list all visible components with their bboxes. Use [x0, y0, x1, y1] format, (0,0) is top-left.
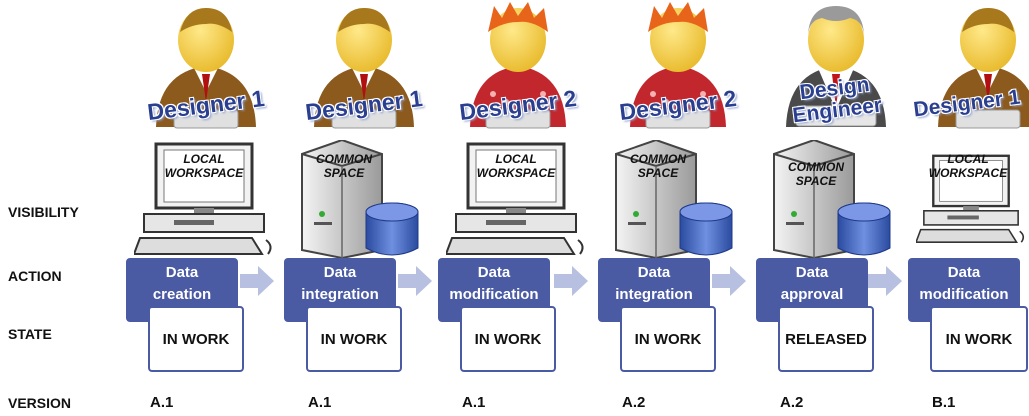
version-label: A.2 — [622, 394, 646, 411]
row-label-action: ACTION — [8, 268, 62, 284]
workstation-icon — [134, 142, 272, 255]
designer1-avatar — [314, 8, 414, 129]
flow-arrow-icon — [712, 266, 746, 296]
row-label-visibility: VISIBILITY — [8, 204, 79, 220]
state-box: IN WORK — [306, 306, 402, 372]
server-database-icon — [615, 140, 733, 258]
designer2-avatar — [470, 2, 566, 129]
designer1-avatar — [938, 8, 1029, 129]
engineer-avatar — [786, 6, 886, 127]
version-label: A.1 — [308, 394, 332, 411]
row-label-version: VERSION — [8, 395, 72, 411]
version-label: A.1 — [462, 394, 486, 411]
state-box: RELEASED — [778, 306, 874, 372]
version-label: B.1 — [932, 394, 956, 411]
server-database-icon — [301, 140, 419, 258]
flow-arrow-icon — [554, 266, 588, 296]
flow-arrow-icon — [398, 266, 432, 296]
flow-arrow-icon — [240, 266, 274, 296]
row-label-state: STATE — [8, 326, 52, 342]
designer2-avatar — [630, 2, 726, 129]
state-box: IN WORK — [930, 306, 1028, 372]
version-label: A.2 — [780, 394, 804, 411]
flow-arrow-icon — [868, 266, 902, 296]
state-box: IN WORK — [620, 306, 716, 372]
workstation-icon — [446, 142, 584, 255]
designer1-avatar — [156, 8, 256, 129]
server-database-icon — [773, 140, 891, 258]
state-box: IN WORK — [148, 306, 244, 372]
state-box: IN WORK — [460, 306, 556, 372]
version-label: A.1 — [150, 394, 174, 411]
workstation-icon — [916, 154, 1025, 243]
